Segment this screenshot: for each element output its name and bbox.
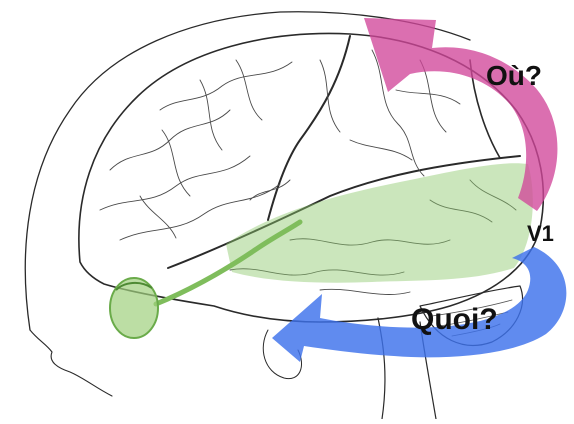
where-label: Où? — [486, 62, 542, 90]
what-label: Quoi? — [411, 305, 498, 335]
v1-label: V1 — [527, 223, 554, 245]
occipital-temporal-highlight — [226, 163, 533, 282]
face-profile — [30, 330, 112, 396]
